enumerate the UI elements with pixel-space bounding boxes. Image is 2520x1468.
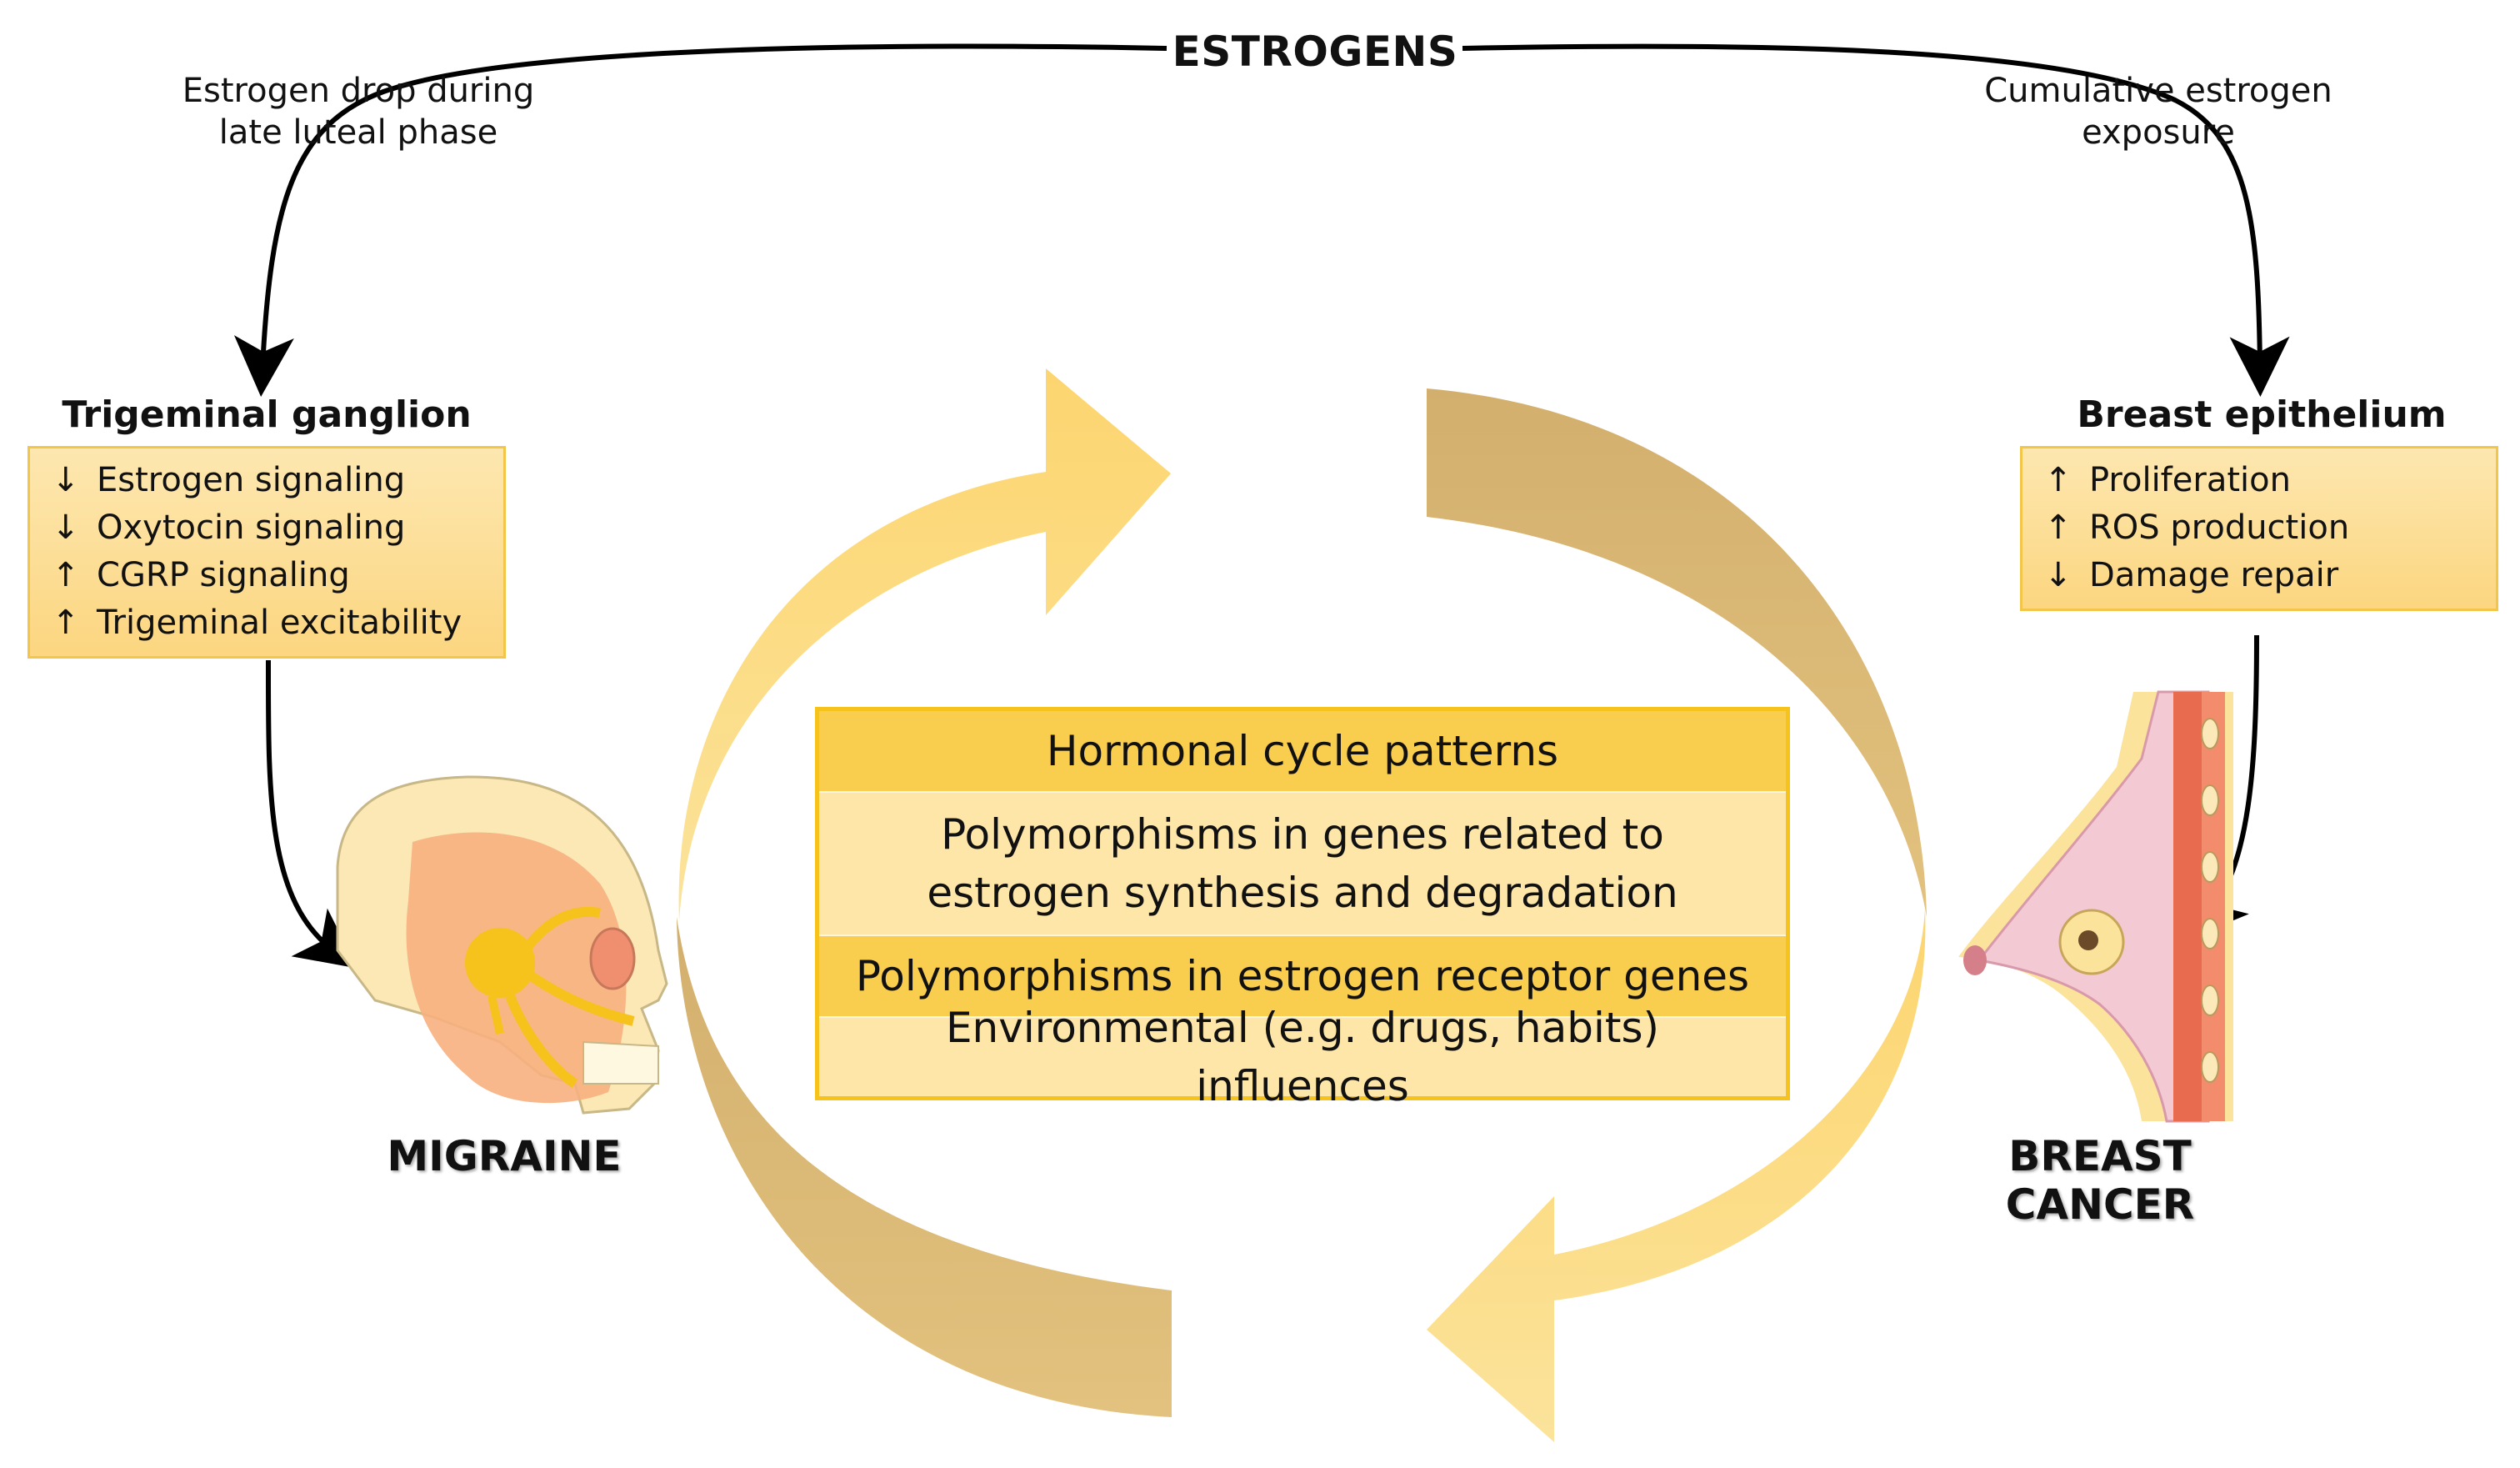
breast-effect-text: Damage repair [2089,556,2339,594]
factor-line: Polymorphisms in estrogen receptor genes [855,951,1750,1000]
factor-environmental: Environmental (e.g. drugs, habits) influ… [819,1004,1786,1110]
estrogens-title: ESTROGENS [1172,28,1458,76]
breast-illustration [1958,690,2233,1123]
trigeminal-effects-box: ↓Estrogen signaling ↓Oxytocin signaling … [28,446,506,659]
estrogen-to-trigeminal-arrow [233,43,1168,397]
trigeminal-effect-row: ↓ Oxytocin signaling [52,504,482,552]
migraine-label: MIGRAINE [387,1132,622,1180]
breast-effect-row: ↑ Proliferation [2044,457,2474,504]
estrogen-to-breast-arrow [1462,43,2290,397]
trend-arrow-icon: ↓ [52,509,80,547]
breast-epithelium-heading: Breast epithelium [2077,393,2447,436]
skull-illustration [336,775,668,1115]
cycle-arrow-right-light [1427,909,1926,1442]
trigeminal-effect-row: ↓ Estrogen signaling [52,457,482,504]
trigeminal-effect-text: Oxytocin signaling [97,509,406,547]
trigeminal-effect-text: Estrogen signaling [97,461,406,499]
breast-effect-row: ↑ ROS production [2044,504,2474,552]
factor-line: Hormonal cycle patterns [1046,727,1559,776]
cycle-arrow-left-light [678,368,1171,921]
breast-effect-text: Proliferation [2089,461,2291,499]
trend-arrow-icon: ↑ [2044,509,2072,547]
left-arc-note: Estrogen drop during late luteal phase [142,70,575,153]
shared-factors-box: Hormonal cycle patterns Polymorphisms in… [815,707,1790,1110]
factor-hormonal-cycle: Hormonal cycle patterns [819,711,1786,794]
trend-arrow-icon: ↑ [52,556,80,594]
breast-effects-box: ↑ Proliferation ↑ ROS production ↓ Damage r… [2020,446,2498,611]
right-arc-note-line-1: Cumulative estrogen [1984,72,2332,110]
trend-arrow-icon: ↑ [2044,461,2072,499]
right-arc-note: Cumulative estrogen exposure [1925,70,2392,153]
trend-arrow-icon: ↑ [52,604,80,642]
trigeminal-effect-text: CGRP signaling [97,556,350,594]
trigeminal-effect-row: ↑ Trigeminal excitability [52,599,482,647]
left-arc-note-line-1: Estrogen drop during [182,72,535,110]
trigeminal-effect-text: Trigeminal excitability [97,604,462,642]
trend-arrow-icon: ↓ [52,461,80,499]
cycle-arrow-left-dark [677,917,1172,1417]
factor-line: Polymorphisms in genes related to [941,810,1664,859]
breast-effect-text: ROS production [2089,509,2350,547]
left-arc-note-line-2: late luteal phase [218,113,498,152]
trend-arrow-icon: ↓ [2044,556,2072,594]
breast-cancer-label: BREAST CANCER [2005,1132,2195,1229]
right-arc-note-line-2: exposure [2082,113,2235,152]
trigeminal-effect-row: ↑ CGRP signaling [52,552,482,599]
factor-line: Environmental (e.g. drugs, habits) influ… [945,1004,1660,1111]
factor-receptor-polymorphisms: Polymorphisms in estrogen receptor genes [819,935,1786,1019]
trigeminal-to-migraine-arrow [265,659,358,969]
factor-line: estrogen synthesis and degradation [927,869,1678,917]
factor-synthesis-polymorphisms: Polymorphisms in genes related to estrog… [819,793,1786,936]
cycle-arrow-right-dark [1427,388,1927,917]
breast-effect-row: ↓ Damage repair [2044,552,2474,599]
trigeminal-ganglion-heading: Trigeminal ganglion [62,393,472,436]
